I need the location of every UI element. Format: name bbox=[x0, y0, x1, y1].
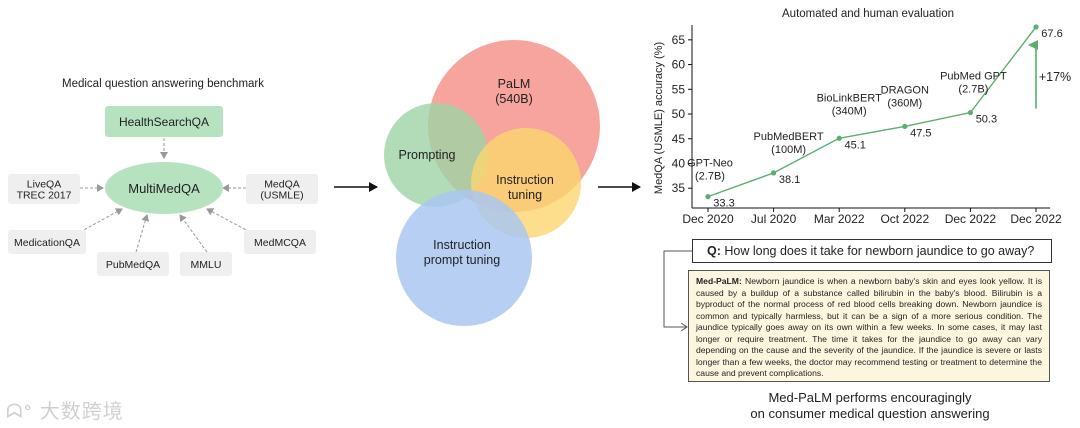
source-box bbox=[8, 230, 86, 254]
y-tick-label: 60 bbox=[672, 58, 686, 72]
chart-title: Automated and human evaluation bbox=[782, 8, 954, 20]
data-point bbox=[1033, 24, 1039, 30]
model-label: PubMedBERT(100M) bbox=[754, 131, 824, 156]
prompt-tuning-circle bbox=[396, 190, 532, 326]
multimedqa-label: MultiMedQA bbox=[128, 181, 200, 196]
source-box bbox=[97, 252, 169, 276]
watermark-text: 大数跨境 bbox=[39, 399, 124, 423]
model-label: PubMed GPT(2.7B) bbox=[940, 71, 1007, 96]
model-label: DRAGON(360M) bbox=[881, 84, 929, 109]
question-box: Q: How long does it take for newborn jau… bbox=[692, 239, 1052, 263]
value-label: 47.5 bbox=[910, 127, 931, 139]
x-tick-label: Dec 2020 bbox=[682, 212, 734, 226]
benchmark-arrows bbox=[79, 138, 251, 253]
value-label: 33.3 bbox=[713, 198, 734, 210]
watermark-logo: ᗣᐤ 大数跨境 bbox=[6, 395, 124, 424]
y-tick-label: 65 bbox=[672, 33, 686, 47]
source-box bbox=[180, 252, 232, 276]
watermark-icon: ᗣᐤ bbox=[6, 399, 33, 423]
y-axis-label: MedQA (USMLE) accuracy (%) bbox=[653, 42, 665, 194]
value-label: 38.1 bbox=[779, 174, 800, 186]
source-label: PubMedQA bbox=[106, 259, 160, 271]
palm-label: PaLM(540B) bbox=[495, 77, 533, 106]
data-point bbox=[705, 194, 711, 200]
data-point bbox=[771, 170, 777, 176]
accuracy-line bbox=[707, 26, 1037, 198]
venn-diagram bbox=[384, 40, 600, 326]
qa-connector-arrowhead bbox=[680, 322, 688, 332]
source-label: MedQA(USMLE) bbox=[260, 179, 303, 202]
data-point bbox=[836, 135, 842, 141]
source-box bbox=[246, 174, 318, 204]
value-label: 45.1 bbox=[844, 139, 865, 151]
x-tick-label: Dec 2022 bbox=[1010, 212, 1062, 226]
model-label: GPT-Neo(2.7B) bbox=[687, 158, 733, 183]
answer-text: Newborn jaundice is when a newborn baby'… bbox=[696, 276, 1042, 378]
x-tick-label: Dec 2022 bbox=[945, 212, 997, 226]
qa-connector bbox=[663, 250, 692, 328]
source-box bbox=[244, 230, 316, 254]
source-label: MMLU bbox=[191, 259, 222, 271]
multimedqa-node bbox=[105, 162, 223, 214]
value-label: 67.6 bbox=[1041, 28, 1062, 40]
answer-prefix: Med-PaLM: bbox=[696, 276, 742, 286]
model-label: BioLinkBERT(340M) bbox=[817, 92, 882, 117]
y-tick-label: 55 bbox=[672, 82, 686, 96]
prompting-circle bbox=[384, 103, 488, 207]
improvement-label: +17% bbox=[1039, 70, 1071, 84]
question-prefix: Q: bbox=[707, 244, 721, 258]
question-text: How long does it take for newborn jaundi… bbox=[724, 244, 1035, 258]
healthsearchqa-label: HealthSearchQA bbox=[119, 115, 209, 129]
x-tick-label: Oct 2022 bbox=[880, 212, 929, 226]
y-tick-label: 45 bbox=[672, 132, 686, 146]
source-label: MedMCQA bbox=[254, 237, 306, 249]
benchmark-title: Medical question answering benchmark bbox=[62, 78, 264, 90]
source-box bbox=[8, 174, 80, 204]
source-label: MedicationQA bbox=[14, 237, 80, 249]
value-label: 50.3 bbox=[976, 114, 997, 126]
data-point bbox=[967, 109, 974, 116]
healthsearchqa-box bbox=[105, 106, 223, 137]
y-tick-label: 35 bbox=[672, 181, 686, 195]
prompting-label: Prompting bbox=[399, 148, 456, 162]
y-tick-label: 40 bbox=[672, 156, 686, 170]
y-tick-label: 50 bbox=[672, 107, 686, 121]
x-tick-label: Mar 2022 bbox=[814, 212, 865, 226]
data-point bbox=[902, 123, 908, 129]
answer-box: Med-PaLM: Newborn jaundice is when a new… bbox=[688, 270, 1050, 382]
x-tick-label: Jul 2020 bbox=[751, 212, 797, 226]
